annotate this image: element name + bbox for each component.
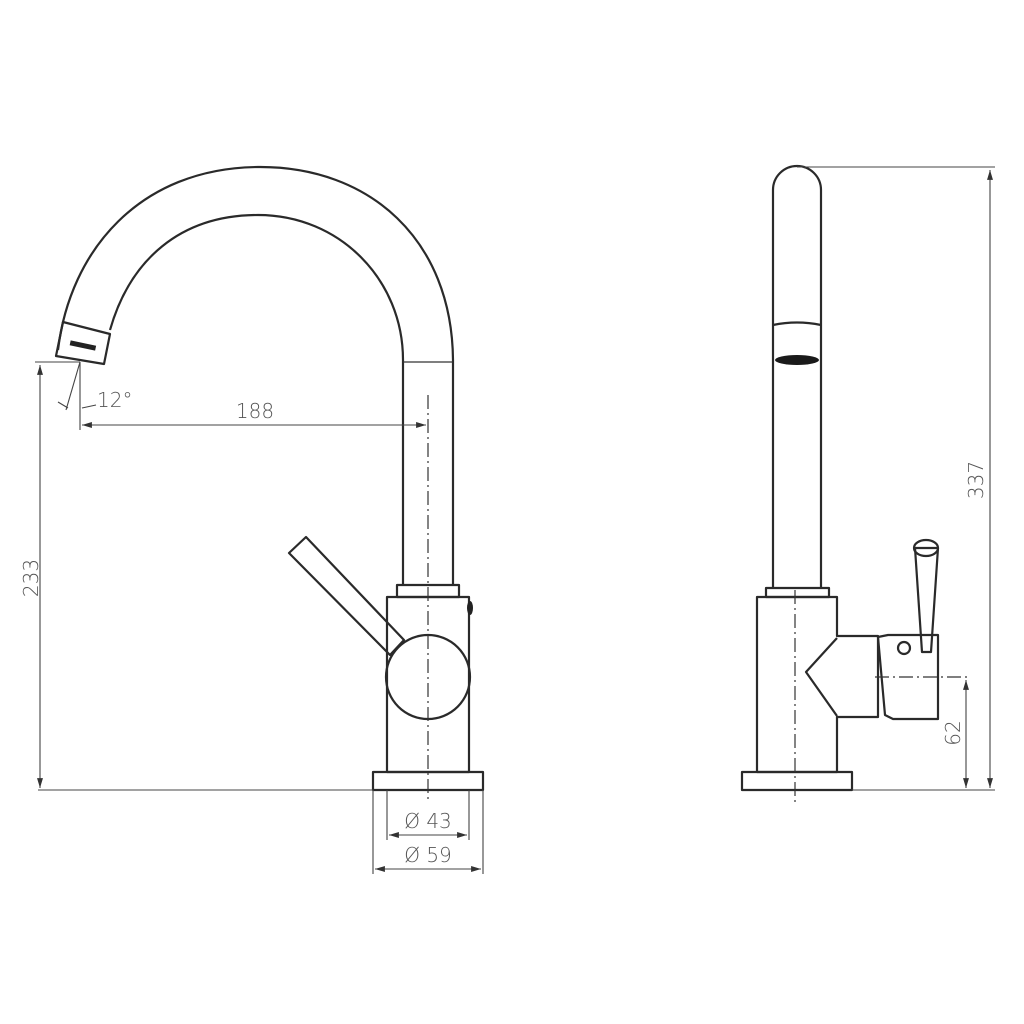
- side-aerator: [775, 355, 819, 365]
- dim-base-inner-diameter: Ø 43: [404, 809, 452, 833]
- dim-spout-height: 233: [19, 559, 43, 597]
- dim-spout-angle: 12°: [97, 388, 132, 412]
- side-handle-lever: [913, 546, 940, 654]
- front-view: 233 12° 188 Ø 43 Ø 59: [19, 165, 485, 874]
- dim-spout-reach: 188: [236, 399, 274, 423]
- dim-base-outer-diameter: Ø 59: [404, 843, 452, 867]
- side-view: 337 62: [740, 164, 995, 805]
- handle-lever: [287, 535, 406, 657]
- spout-outer-arc: [56, 165, 455, 361]
- side-spout: [771, 164, 823, 588]
- side-body: [755, 595, 880, 774]
- aerator-label: [69, 340, 97, 351]
- aerator-tip: [54, 320, 112, 366]
- dim-total-height: 337: [964, 461, 988, 499]
- spout-inner-arc: [108, 213, 405, 361]
- dim-handle-axis-height: 62: [941, 720, 965, 745]
